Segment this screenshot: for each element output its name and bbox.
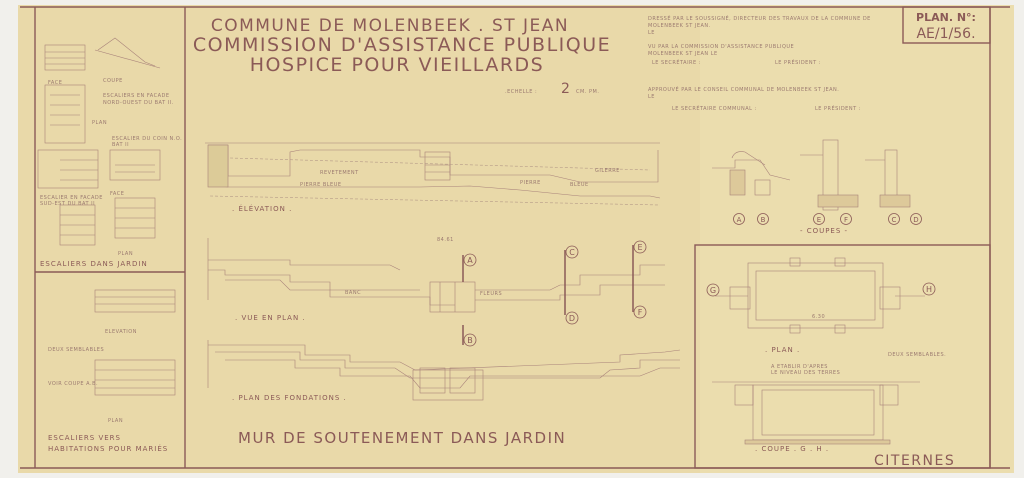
note: BLEUE — [570, 182, 589, 188]
section-marker-c: C — [569, 248, 575, 257]
title-line-3: HOSPICE POUR VIEILLARDS — [250, 54, 544, 76]
section-marker-a: A — [467, 256, 473, 265]
section-marker-h: H — [926, 285, 932, 294]
note: VOIR COUPE A.B. — [48, 381, 98, 387]
note: PIERRE BLEUE — [300, 182, 342, 188]
view-label-plan: . VUE EN PLAN . — [235, 314, 306, 322]
approval-line: LE SECRÉTAIRE : — [652, 58, 701, 66]
plan-number-box: PLAN. N°: AE/1/56. — [916, 11, 976, 42]
view-label: FACE — [48, 80, 62, 86]
approval-line: APPROUVÉ PAR LE CONSEIL COMMUNAL DE MOLE… — [648, 85, 839, 93]
sections-drawing: A B E F C D - COUPES - — [712, 139, 922, 235]
note: ESCALIER DU COIN N.O. — [112, 136, 182, 142]
title-line-2: COMMISSION D'ASSISTANCE PUBLIQUE — [193, 34, 611, 56]
section-marker-g: G — [710, 286, 716, 295]
note: BAT II — [112, 142, 129, 148]
section-marker-e: E — [637, 243, 642, 252]
elevation-drawing: REVETEMENT PIERRE BLEUE PIERRE BLEUE GIL… — [205, 142, 661, 213]
view-label-elevation: . ÉLÉVATION . — [232, 204, 292, 213]
drawing-title-citernes: CITERNES — [874, 453, 955, 469]
note: FLEURS — [480, 291, 502, 297]
plan-number-value: AE/1/56. — [916, 26, 975, 42]
note: ESCALIERS EN FACADE — [103, 93, 170, 99]
approval-line: DRESSÉ PAR LE SOUSSIGNÉ, DIRECTEUR DES T… — [648, 14, 871, 22]
view-label: ELEVATION — [105, 329, 137, 335]
section-marker-d: D — [569, 314, 575, 323]
section-marker-f: F — [638, 308, 643, 317]
section-markers: A B C D E F — [463, 240, 647, 347]
scale-label: .ECHELLE : — [505, 89, 537, 95]
section-marker-c: C — [892, 216, 897, 224]
approval-line: LE SECRÉTAIRE COMMUNAL : — [672, 104, 757, 112]
section-marker-d: D — [913, 216, 918, 224]
section-marker-b: B — [467, 336, 473, 345]
section-marker-e: E — [817, 216, 821, 224]
note: LE NIVEAU DES TERRES — [771, 370, 840, 376]
view-label: FACE — [110, 191, 124, 197]
view-label: PLAN — [92, 120, 107, 126]
note: NORD-OUEST DU BAT II. — [103, 100, 174, 106]
note: DEUX SEMBLABLES — [48, 347, 104, 353]
note: ESCALIER EN FACADE — [40, 195, 103, 201]
sheet-frame — [20, 6, 1010, 469]
drawing-title-mur: MUR DE SOUTENEMENT DANS JARDIN — [238, 429, 566, 447]
scale-unit: CM. PM. — [576, 89, 599, 95]
section-title-habitations: HABITATIONS POUR MARIÉS — [48, 444, 168, 453]
note: REVETEMENT — [320, 170, 359, 176]
view-label: PLAN — [118, 251, 133, 257]
title-line-1: COMMUNE DE MOLENBEEK . ST JEAN — [211, 16, 569, 36]
view-label-plan: . PLAN . — [765, 346, 800, 354]
cisterns-drawing: 6.30 G H . PLAN . DEUX SEMBLABLES. A ETA… — [706, 257, 955, 469]
section-marker-b: B — [761, 216, 766, 224]
scale-value: 2 — [561, 81, 570, 97]
plan-view-drawing: 84.61 BANC FLEURS . VUE EN PLAN . A B C … — [207, 237, 665, 347]
approval-line: LE — [648, 30, 655, 36]
plan-number-label: PLAN. N°: — [916, 11, 976, 24]
section-marker-f: F — [844, 216, 848, 224]
approval-line: VU PAR LA COMMISSION D'ASSISTANCE PUBLIQ… — [648, 44, 794, 50]
approval-line: MOLENBEEK ST JEAN. — [648, 23, 711, 29]
note: GILERRE — [595, 168, 620, 174]
dimension-total: 84.61 — [437, 237, 454, 243]
view-label-coupe-gh: . COUPE . G . H . — [755, 445, 829, 453]
foundations-drawing: . PLAN DES FONDATIONS . MUR DE SOUTENEME… — [207, 340, 681, 447]
note: SUD-EST DU BAT II — [40, 201, 95, 207]
note: DEUX SEMBLABLES. — [888, 352, 946, 358]
dimension-label: 6.30 — [812, 314, 825, 320]
approval-line: LE — [648, 94, 655, 100]
section-title-escaliers-vers: ESCALIERS VERS — [48, 434, 121, 442]
approval-block: DRESSÉ PAR LE SOUSSIGNÉ, DIRECTEUR DES T… — [648, 14, 871, 112]
approval-line: LE PRÉSIDENT : — [815, 104, 861, 112]
title-block: COMMUNE DE MOLENBEEK . ST JEAN COMMISSIO… — [193, 16, 611, 97]
note: PIERRE — [520, 180, 541, 186]
approval-line: LE PRÉSIDENT : — [775, 58, 821, 66]
view-label: COUPE — [103, 78, 123, 84]
view-label: PLAN — [108, 418, 123, 424]
left-panel-stair-drawings: FACE COUPE ESCALIERS EN FACADE NORD-OUES… — [37, 37, 182, 453]
view-label-coupes: - COUPES - — [800, 227, 848, 235]
section-marker-a: A — [737, 216, 742, 224]
view-label-foundations: . PLAN DES FONDATIONS . — [232, 394, 347, 402]
note: BANC — [345, 290, 361, 296]
approval-line: MOLENBEEK ST JEAN LE — [648, 51, 718, 57]
note: A ETABLIR D'APRES — [771, 364, 828, 370]
section-title-escaliers-jardin: ESCALIERS DANS JARDIN — [40, 260, 148, 268]
